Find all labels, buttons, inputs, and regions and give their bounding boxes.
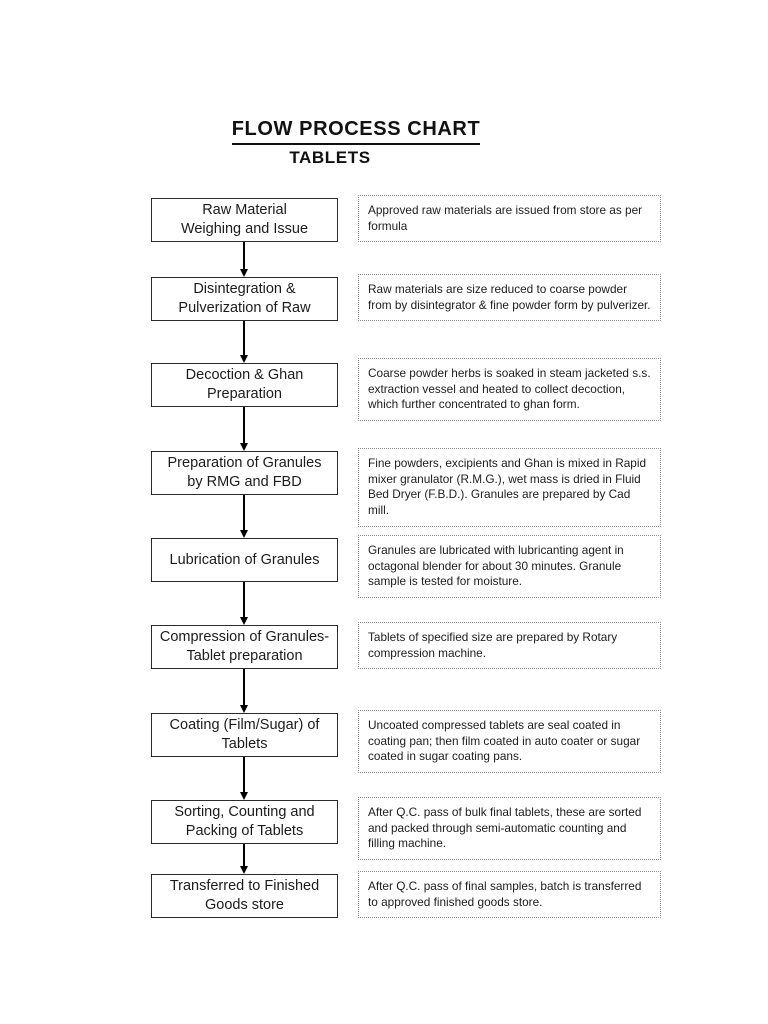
arrow-head: [240, 705, 248, 713]
arrow-head: [240, 866, 248, 874]
down-arrow-icon: [239, 495, 249, 538]
arrow-line: [243, 242, 245, 269]
down-arrow-icon: [239, 844, 249, 874]
down-arrow-icon: [239, 321, 249, 363]
step-description-box-8: After Q.C. pass of bulk final tablets, t…: [358, 797, 661, 861]
flow-step-box-7: Coating (Film/Sugar) of Tablets: [151, 713, 338, 757]
step-description-box-2: Raw materials are size reduced to coarse…: [358, 274, 661, 322]
step-description-box-6: Tablets of specified size are prepared b…: [358, 622, 661, 670]
arrow-line: [243, 757, 245, 792]
step-description-box-3: Coarse powder herbs is soaked in steam j…: [358, 358, 661, 422]
flow-step-box-6: Compression of Granules- Tablet preparat…: [151, 625, 338, 669]
down-arrow-icon: [239, 242, 249, 277]
flow-step-box-1: Raw Material Weighing and Issue: [151, 198, 338, 242]
down-arrow-icon: [239, 582, 249, 625]
down-arrow-icon: [239, 407, 249, 451]
flow-step-box-8: Sorting, Counting and Packing of Tablets: [151, 800, 338, 844]
arrow-line: [243, 407, 245, 443]
arrow-head: [240, 355, 248, 363]
flow-step-box-4: Preparation of Granules by RMG and FBD: [151, 451, 338, 495]
step-description-box-7: Uncoated compressed tablets are seal coa…: [358, 710, 661, 774]
down-arrow-icon: [239, 757, 249, 800]
step-description-box-4: Fine powders, excipients and Ghan is mix…: [358, 448, 661, 527]
arrow-head: [240, 530, 248, 538]
step-description-box-9: After Q.C. pass of final samples, batch …: [358, 871, 661, 919]
arrow-line: [243, 669, 245, 705]
flow-step-box-2: Disintegration & Pulverization of Raw: [151, 277, 338, 321]
arrow-head: [240, 617, 248, 625]
flow-step-box-3: Decoction & Ghan Preparation: [151, 363, 338, 407]
arrow-head: [240, 269, 248, 277]
arrow-line: [243, 844, 245, 866]
flow-step-box-9: Transferred to Finished Goods store: [151, 874, 338, 918]
flow-step-box-5: Lubrication of Granules: [151, 538, 338, 582]
arrow-line: [243, 321, 245, 355]
arrow-head: [240, 443, 248, 451]
step-description-box-1: Approved raw materials are issued from s…: [358, 195, 661, 243]
arrow-line: [243, 495, 245, 530]
page-title-text: FLOW PROCESS CHART: [231, 118, 481, 145]
arrow-line: [243, 582, 245, 617]
arrow-head: [240, 792, 248, 800]
down-arrow-icon: [239, 669, 249, 713]
page-subtitle: TABLETS: [289, 148, 371, 167]
step-description-box-5: Granules are lubricated with lubricantin…: [358, 535, 661, 599]
page-title: FLOW PROCESS CHART: [0, 118, 712, 145]
